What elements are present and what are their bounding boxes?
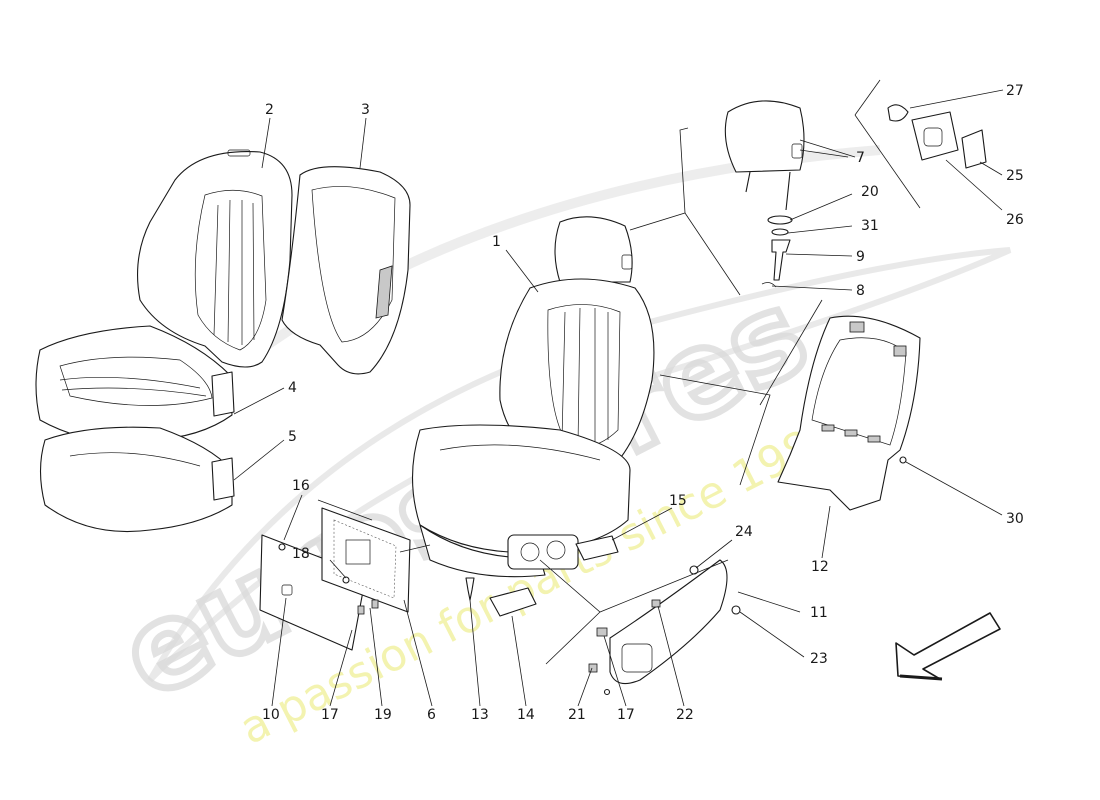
callout-21: 21 (568, 707, 586, 723)
callout-13: 13 (471, 707, 489, 723)
callout-12: 12 (811, 559, 829, 575)
callout-labels: 1 2 3 4 5 6 7 8 9 10 11 12 13 14 15 16 1… (262, 83, 1024, 723)
callout-23: 23 (810, 651, 828, 667)
callout-7: 7 (856, 150, 865, 166)
callout-6: 6 (427, 707, 436, 723)
seat-cushion-cover-part (35, 325, 235, 443)
callout-14: 14 (517, 707, 535, 723)
callout-9: 9 (856, 249, 865, 265)
boundary-lines (317, 79, 921, 665)
callout-10: 10 (262, 707, 280, 723)
complete-seat-part (411, 216, 655, 578)
callout-5: 5 (288, 429, 297, 445)
seat-back-cover-part (136, 149, 293, 368)
callout-leaders (233, 89, 1004, 707)
seat-back-panel-part (777, 315, 921, 511)
callout-30: 30 (1006, 511, 1024, 527)
callout-8: 8 (856, 283, 865, 299)
callout-18: 18 (292, 546, 310, 562)
callout-20: 20 (861, 184, 879, 200)
callout-24: 24 (735, 524, 753, 540)
headrest-guide-parts (761, 215, 793, 288)
callout-26: 26 (1006, 212, 1024, 228)
direction-arrow-icon (895, 612, 1001, 681)
seat-small-parts (465, 535, 619, 617)
callout-3: 3 (361, 102, 370, 118)
seat-back-foam-part (281, 166, 411, 375)
seat-cushion-foam-part (40, 426, 235, 533)
callout-15: 15 (669, 493, 687, 509)
callout-2: 2 (265, 102, 274, 118)
callout-31: 31 (861, 218, 879, 234)
callout-17-left: 17 (321, 707, 339, 723)
headrest-button-parts (887, 104, 987, 169)
callout-25: 25 (1006, 168, 1024, 184)
callout-27: 27 (1006, 83, 1024, 99)
callout-11: 11 (810, 605, 828, 621)
callout-16: 16 (292, 478, 310, 494)
headrest-part (724, 100, 805, 211)
callout-4: 4 (288, 380, 297, 396)
side-shield-parts (588, 559, 741, 696)
callout-1: 1 (492, 234, 501, 250)
front-trim-parts (259, 507, 411, 651)
callout-22: 22 (676, 707, 694, 723)
callout-19: 19 (374, 707, 392, 723)
callout-17-right: 17 (617, 707, 635, 723)
